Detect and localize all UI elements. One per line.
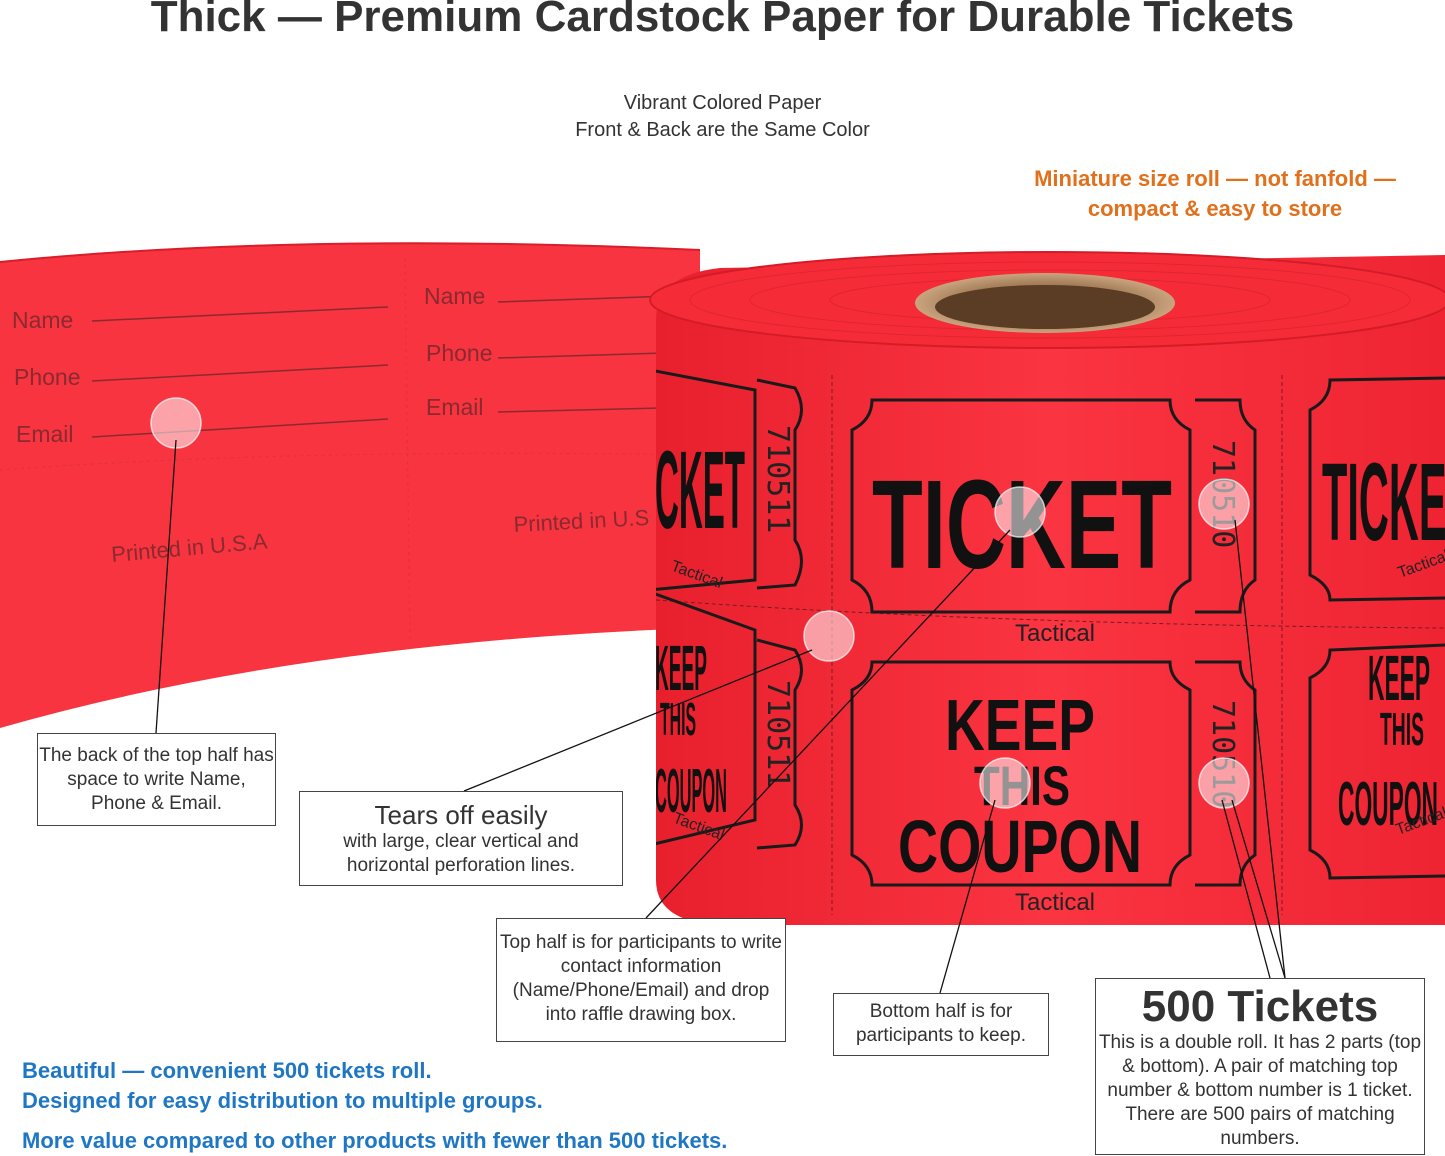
strip-phone-label-2: Phone <box>426 340 493 366</box>
strip-name-label-2: Name <box>424 283 485 309</box>
marker-perforation <box>803 610 855 662</box>
stub-number-left-top: 710511 <box>760 425 795 533</box>
strip-phone-label: Phone <box>14 364 81 390</box>
paper-strip <box>0 243 700 728</box>
this-word-partial-left: THIS <box>660 693 696 745</box>
coupon-word: COUPON <box>898 805 1142 888</box>
keep-word-partial-left: KEEP <box>655 632 707 704</box>
blue-notes: Beautiful — convenient 500 tickets roll.… <box>22 1056 727 1156</box>
strip-back-fields-left: Name Phone Email <box>12 307 81 447</box>
brand-top: Tactical <box>1015 620 1095 647</box>
callout-tears-body: with large, clear vertical and horizonta… <box>343 831 579 876</box>
strip-email-label-2: Email <box>426 394 484 420</box>
coupon-word-partial-left: COUPON <box>655 757 727 826</box>
miniature-note-line-2: compact & easy to store <box>1087 196 1343 221</box>
this-word-partial-right: THIS <box>1380 703 1424 755</box>
callout-top-half: Top half is for participants to write co… <box>496 918 786 1042</box>
subtitle-line-1: Vibrant Colored Paper <box>623 92 822 114</box>
callout-count-body: This is a double roll. It has 2 parts (t… <box>1098 1032 1422 1149</box>
ticket-word-partial-right: TICKET <box>1322 441 1445 564</box>
marker-number-bottom <box>1198 757 1250 809</box>
ticket-top-frame <box>850 398 1192 614</box>
callout-tears-off: Tears off easily with large, clear verti… <box>299 791 623 886</box>
page-title: Thick — Premium Cardstock Paper for Dura… <box>150 0 1295 41</box>
ticket-word-partial-left: CKET <box>655 429 745 552</box>
highlight-markers <box>150 397 1250 809</box>
marker-bottom-half <box>979 757 1031 809</box>
subtitle: Vibrant Colored Paper Front & Back are t… <box>0 90 1445 144</box>
callout-bottom-half: Bottom half is for participants to keep. <box>833 993 1049 1056</box>
marker-number-top <box>1198 478 1250 530</box>
miniature-note: Miniature size roll — not fanfold — comp… <box>1000 164 1430 224</box>
marker-top-half <box>994 486 1046 538</box>
keep-word-partial-right: KEEP <box>1368 642 1430 714</box>
callout-back-half: The back of the top half has space to wr… <box>37 733 276 826</box>
subtitle-line-2: Front & Back are the Same Color <box>575 119 870 141</box>
strip-name-label: Name <box>12 307 73 333</box>
strip-back-fields-right: Name Phone Email <box>424 283 493 420</box>
leader-lines <box>155 439 1286 994</box>
strip-email-label: Email <box>16 421 74 447</box>
miniature-note-line-1: Miniature size roll — not fanfold — <box>1034 166 1396 191</box>
blue-note-3: More value compared to other products wi… <box>22 1128 728 1153</box>
callout-ticket-count: 500 Tickets This is a double roll. It ha… <box>1095 978 1425 1155</box>
ticket-bottom-frame <box>850 660 1192 887</box>
blue-note-2: Designed for easy distribution to multip… <box>22 1088 543 1113</box>
keep-word: KEEP <box>945 686 1095 766</box>
blue-note-1: Beautiful — convenient 500 tickets roll. <box>22 1058 432 1083</box>
coupon-word-partial-right: COUPON <box>1338 770 1438 839</box>
brand-bottom: Tactical <box>1015 889 1095 916</box>
callout-count-title: 500 Tickets <box>1141 982 1379 1031</box>
callout-tears-title: Tears off easily <box>374 800 548 830</box>
stub-number-left-bottom: 710511 <box>760 680 795 788</box>
